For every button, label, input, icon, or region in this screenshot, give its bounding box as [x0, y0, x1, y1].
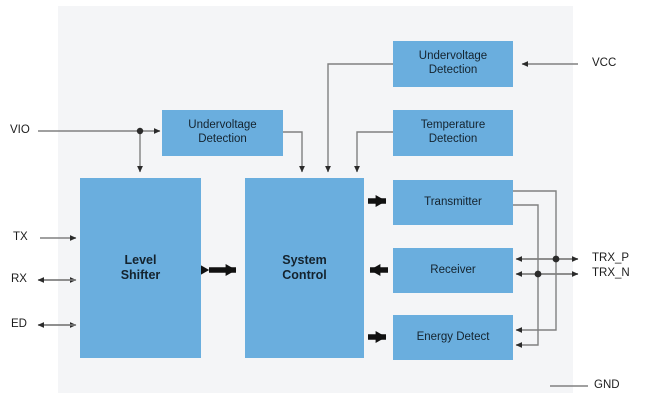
block-system-control[interactable]: System Control [245, 178, 364, 358]
block-label-line1: Level [124, 253, 157, 268]
pin-label-trx-n: TRX_N [592, 267, 630, 279]
block-label-line1: Receiver [430, 263, 476, 276]
pin-label-vcc: VCC [592, 57, 617, 69]
block-receiver[interactable]: Receiver [393, 248, 513, 293]
block-label-line2: Shifter [120, 268, 161, 282]
block-label-line2: Detection [428, 64, 478, 76]
block-label-line2: Detection [428, 133, 478, 145]
block-vcc-undervoltage-detection[interactable]: Undervoltage Detection [393, 41, 513, 87]
pin-label-rx: RX [11, 273, 27, 285]
pin-label-trx-p: TRX_P [592, 252, 630, 264]
block-label-line2: Control [282, 268, 327, 282]
pin-label-ed: ED [11, 318, 27, 330]
block-label-line1: Undervoltage [418, 50, 488, 63]
block-level-shifter[interactable]: Level Shifter [80, 178, 201, 358]
block-transmitter[interactable]: Transmitter [393, 180, 513, 225]
block-temperature-detection[interactable]: Temperature Detection [393, 110, 513, 156]
block-label-line1: System [282, 253, 327, 268]
block-label-line1: Transmitter [424, 195, 482, 208]
pin-label-vio: VIO [10, 124, 30, 136]
pin-label-gnd: GND [594, 379, 620, 391]
block-label-line2: Detection [198, 133, 247, 145]
block-label-line1: Temperature [420, 119, 486, 132]
pin-label-tx: TX [13, 231, 28, 243]
block-label-line1: Undervoltage [188, 119, 257, 132]
block-vio-undervoltage-detection[interactable]: Undervoltage Detection [162, 110, 283, 156]
block-label-line1: Energy Detect [416, 330, 490, 343]
block-energy-detect[interactable]: Energy Detect [393, 315, 513, 360]
